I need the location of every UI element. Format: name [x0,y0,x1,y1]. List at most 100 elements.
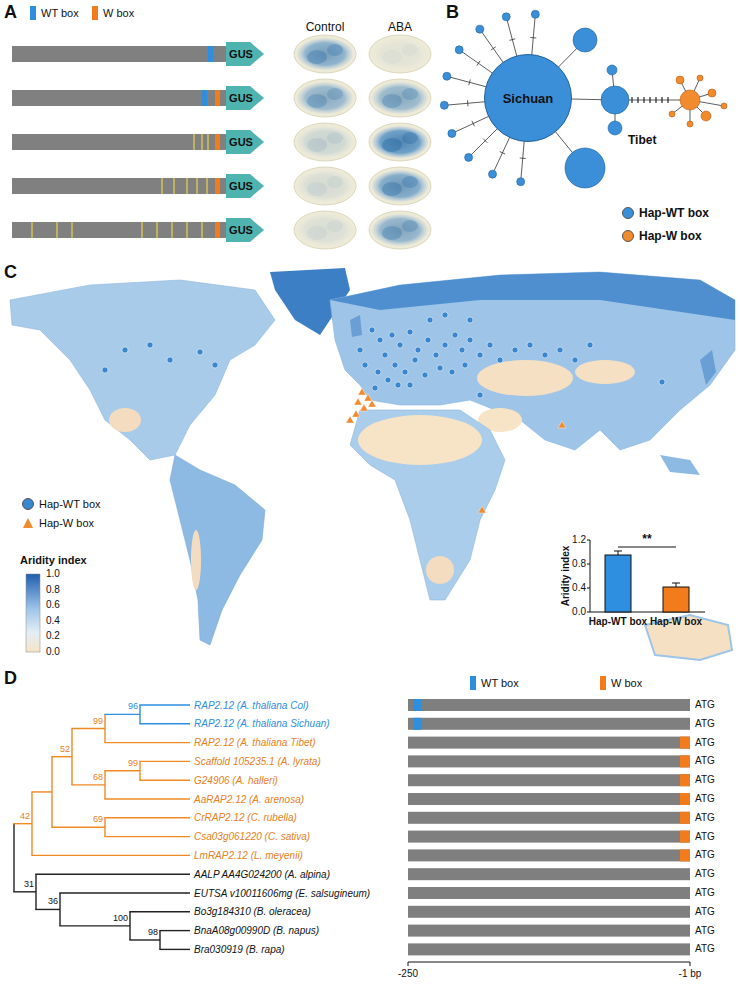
species-label: EUTSA v10011606mg (E. salsugineum) [194,887,370,900]
figure-label: ATG [695,718,715,730]
w-box-variant [156,222,157,238]
legend-triangle [23,518,33,528]
mutation-tick [655,97,656,103]
bootstrap-value: 68 [93,772,103,783]
hap-wt-point [369,327,375,333]
leaf-outline [294,123,356,161]
gus-stain [297,170,353,202]
hap-wt-point [557,347,563,353]
construct-label: GUS [226,173,256,199]
inset-bar-chart [605,555,631,612]
figure-label: 0.8 [572,558,586,570]
w-box-mark [215,178,220,194]
tree-branch [159,949,190,950]
figure-label: ATG [695,812,715,824]
figure-label: Tibet [628,133,656,147]
w-box-variant [201,134,202,150]
figure-label: -250 [398,968,418,980]
tree-branch [129,939,160,940]
figure-label: ATG [695,831,715,843]
tree-branch [59,892,190,893]
legend-text: Hap-W box [639,229,702,243]
figure-label: 1.0 [46,568,60,580]
tree-branch [139,761,190,762]
wt-box-mark [413,718,421,730]
tree-branch [31,791,52,792]
legend-entry: W box [92,6,134,20]
bootstrap-value: 31 [24,879,34,890]
leaf-outline [369,211,431,249]
hap-w-point [360,404,368,411]
figure-label: 0.2 [46,630,60,642]
legend-entry: Hap-WT box [22,497,101,511]
w-box-variant [206,178,207,194]
haplotype-circle [531,10,539,18]
tree-branch [129,911,190,912]
figure-label: ATG [695,793,715,805]
species-label: Bra030919 (B. rapa) [194,943,285,956]
hap-wt-point [392,362,398,368]
hap-wt-point [122,347,128,353]
mutation-tick [477,61,480,66]
hap-w-point [558,421,566,428]
world-map [109,408,141,432]
tree-branch [139,780,190,781]
w-box-variant [173,178,174,194]
inset-bar-chart [587,540,705,612]
bootstrap-value: 99 [93,716,103,727]
tree-branch [13,823,32,824]
w-box-mark [680,755,690,767]
w-box-variant [186,222,187,238]
gus-stain [327,220,343,232]
haplotype-circle [489,170,497,178]
gus-stain [297,126,353,158]
species-label: Bo3g184310 (B. oleracea) [194,905,311,918]
reporter-construct: GUS [12,41,264,67]
construct-label: GUS [226,41,256,67]
gus-stain [382,138,402,152]
inset-bar-chart [676,583,677,587]
gus-arrow-head [226,42,264,66]
construct-label: GUS [226,217,256,243]
haplotype-circle [607,65,617,75]
gus-stain [297,82,353,114]
world-map [575,360,635,384]
reporter-construct: GUS [12,85,264,111]
figure-label: ATG [695,887,715,899]
w-box-mark [215,90,220,106]
inset-bar-chart [614,551,622,552]
w-box-variant [141,222,142,238]
gus-stain [402,132,418,144]
species-label: LmRAP2.12 (L. meyenii) [194,849,303,862]
bootstrap-value: 98 [148,927,158,938]
world-map [426,556,454,584]
w-box-mark [680,774,690,786]
haplotype-circle [565,148,605,188]
mutation-tick [469,79,471,85]
hap-wt-point [402,369,408,375]
hap-wt-point [572,357,578,363]
bootstrap-value: 69 [93,814,103,825]
legend-entry: Hap-W box [622,229,702,243]
haplotype-circle [517,178,525,186]
hap-wt-point [467,317,473,323]
world-map [170,455,265,645]
legend-swatch [30,6,36,20]
hap-wt-point [427,317,433,323]
hap-wt-point [477,352,483,358]
figure-label: 1.2 [572,534,586,546]
gus-stain [327,176,343,188]
hap-wt-point [395,382,401,388]
hap-wt-point [497,357,503,363]
w-box-mark [215,222,220,238]
gus-stain [382,182,402,196]
mutation-tick [491,47,496,50]
figure-label: ATG [695,868,715,880]
figure-label: 0.6 [46,599,60,611]
hap-wt-point [412,357,418,363]
world-map [645,615,732,660]
promoter-bar [408,699,690,711]
hap-wt-point [167,357,173,363]
legend-swatch [622,230,634,242]
